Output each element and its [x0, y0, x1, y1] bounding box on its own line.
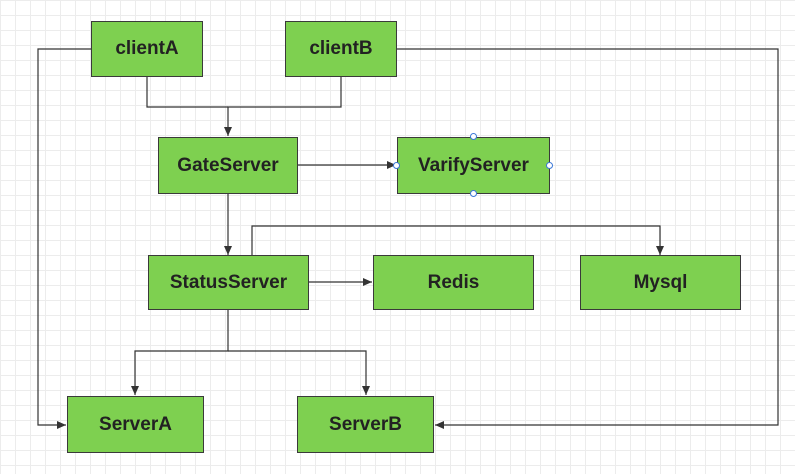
selection-handle-right[interactable] — [546, 162, 553, 169]
node-statusserver[interactable]: StatusServer — [148, 255, 309, 310]
node-serverb[interactable]: ServerB — [297, 396, 434, 453]
node-clienta[interactable]: clientA — [91, 21, 203, 77]
node-mysql[interactable]: Mysql — [580, 255, 741, 310]
edge-clientb-serverb[interactable] — [396, 48, 779, 429]
edge-clienta-merge[interactable] — [146, 77, 228, 108]
edge-statusserver-serverb[interactable] — [228, 350, 370, 395]
selection-handle-top[interactable] — [470, 133, 477, 140]
selection-handle-left[interactable] — [393, 162, 400, 169]
node-gateserver[interactable]: GateServer — [158, 137, 298, 194]
edge-clienta-servera[interactable] — [37, 48, 92, 429]
edge-statusserver-mysql[interactable] — [251, 225, 664, 255]
node-redis[interactable]: Redis — [373, 255, 534, 310]
edge-clientb-gateserver[interactable] — [224, 77, 342, 136]
node-servera[interactable]: ServerA — [67, 396, 204, 453]
node-clientb[interactable]: clientB — [285, 21, 397, 77]
selection-handle-bottom[interactable] — [470, 190, 477, 197]
node-varifyserver[interactable]: VarifyServer — [397, 137, 550, 194]
edge-statusserver-servera[interactable] — [131, 309, 229, 395]
